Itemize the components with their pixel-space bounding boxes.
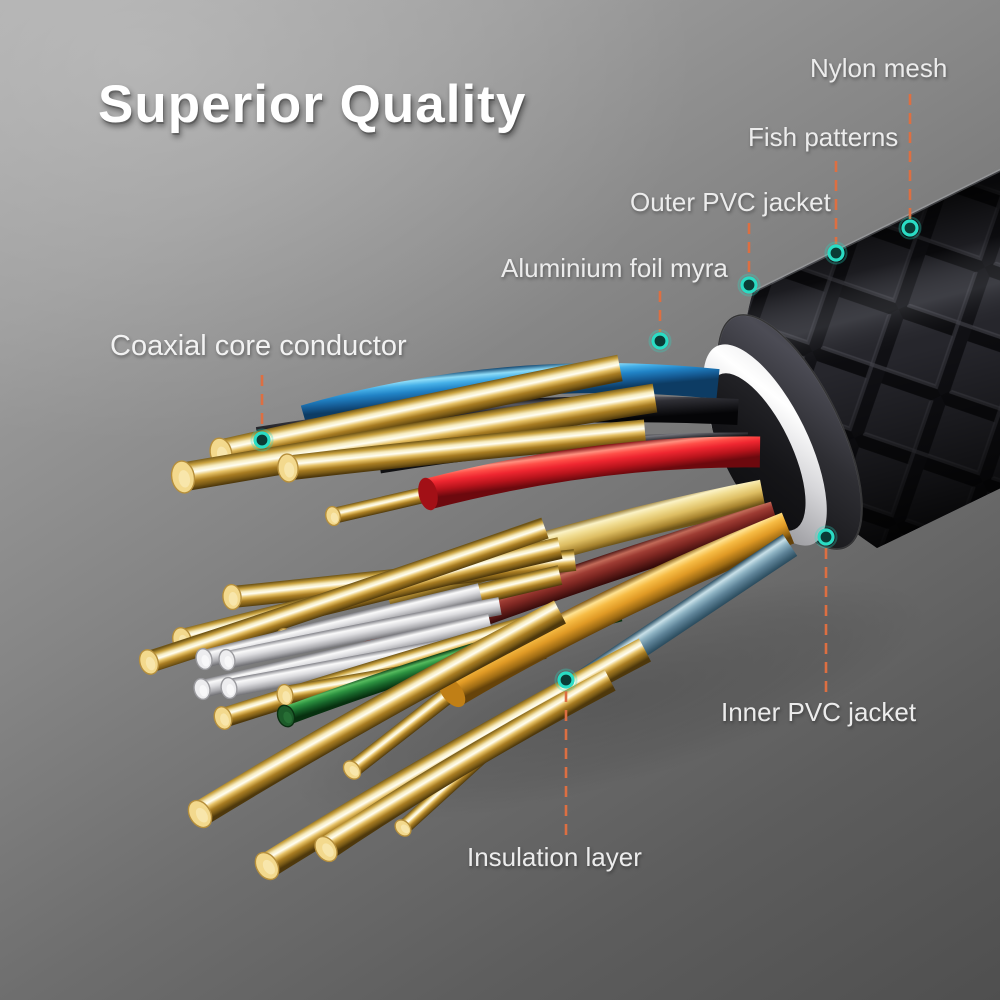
page-title: Superior Quality [98,75,527,134]
coax-core-j-end-cap-highlight [195,807,208,823]
coax-core-c [286,419,647,481]
coax-core-b [218,354,623,467]
label-coaxial-core-conductor: Coaxial core conductor [110,330,407,362]
shield-wire-4-end-cap-highlight [226,684,235,696]
leader-dot-inner-pvc-jacket [817,528,835,546]
label-fish-patterns: Fish patterns [748,122,899,152]
wire-red-end-cap-highlight [330,512,339,523]
coax-core-h-end-cap-highlight [220,713,229,726]
coax-core-a [180,383,658,492]
coax-core-l-end-cap-highlight [322,843,334,857]
coax-core-d-end-cap-highlight [228,592,238,606]
wire-golden-end-cap-highlight [349,766,359,776]
cable-wires [138,354,798,881]
leader-dot-glow-outer-pvc-jacket [737,273,761,297]
wire-slate-end-cap-highlight [400,824,410,834]
coax-core-i-end-cap-highlight [282,691,291,703]
leader-dot-insulation-layer [557,671,575,689]
wire-golden [443,512,795,707]
leader-dot-nylon-mesh [901,219,919,237]
mesh-rim-light [752,168,1000,294]
coax-core-l [319,669,616,859]
label-inner-pvc-jacket: Inner PVC jacket [721,697,917,727]
coax-core-c-end-cap-highlight [284,462,295,478]
coax-core-a-end-cap-highlight [178,470,191,488]
leader-dot-aluminium-foil-myra [651,332,669,350]
coax-core-f-end-cap-highlight [145,656,156,671]
label-aluminium-foil-myra: Aluminium foil myra [501,253,728,283]
label-nylon-mesh: Nylon mesh [810,53,948,83]
label-outer-pvc-jacket: Outer PVC jacket [630,187,831,217]
shield-wire-1-end-cap-highlight [201,655,210,667]
wire-golden-bare-conductor [346,685,458,777]
shield-wire-3-end-cap-highlight [199,685,208,697]
leader-dot-glow-coaxial-core-conductor [250,428,274,452]
wire-red-bare-conductor [331,486,430,524]
leader-dot-glow-inner-pvc-jacket [814,525,838,549]
shield-wire-2-end-cap-highlight [224,656,233,668]
wire-red [424,436,761,510]
coax-core-f [145,517,549,673]
leader-dot-outer-pvc-jacket [740,276,758,294]
coax-core-k-end-cap-highlight [262,859,275,875]
leader-dot-glow-fish-patterns [824,241,848,265]
label-insulation-layer: Insulation layer [467,842,642,872]
leader-dot-glow-insulation-layer [554,668,578,692]
leader-dot-coaxial-core-conductor [253,431,271,449]
coax-core-j [193,600,566,826]
wire-red-insulation-end [418,477,438,511]
leader-lines [250,94,922,839]
wire-green-end-cap-highlight [283,711,292,724]
cable [138,168,1000,881]
leader-dot-glow-nylon-mesh [898,216,922,240]
shield-wire-2 [225,597,502,669]
leader-dot-fish-patterns [827,244,845,262]
leader-dot-glow-aluminium-foil-myra [648,329,672,353]
